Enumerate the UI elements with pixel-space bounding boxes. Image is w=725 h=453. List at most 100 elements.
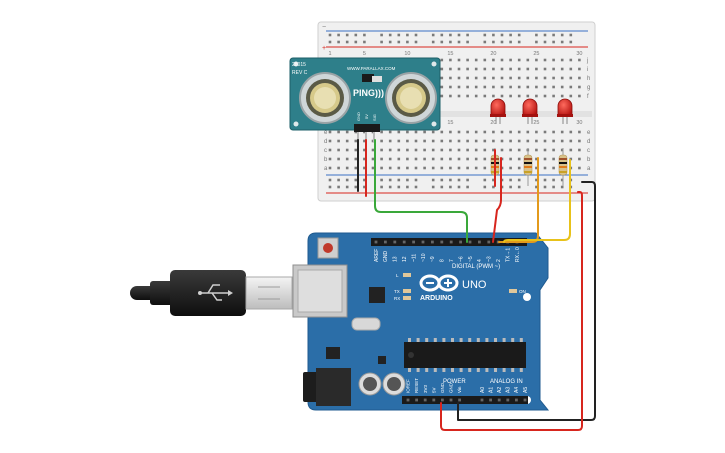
breadboard-hole[interactable] [552,148,555,152]
rail-hole[interactable] [543,185,547,189]
breadboard-hole[interactable] [345,130,349,134]
breadboard-hole[interactable] [543,130,547,134]
rail-hole[interactable] [354,33,358,37]
breadboard-hole[interactable] [483,94,487,98]
rail-hole[interactable] [397,185,401,189]
digital-pin-hole[interactable] [402,240,406,244]
breadboard-hole[interactable] [337,148,340,152]
breadboard-hole[interactable] [363,148,366,152]
rail-hole[interactable] [406,33,409,37]
rail-hole[interactable] [363,178,366,182]
breadboard-hole[interactable] [517,94,521,98]
breadboard-hole[interactable] [552,85,555,89]
rail-hole[interactable] [517,40,521,44]
rail-hole[interactable] [380,178,383,182]
rail-hole[interactable] [560,33,564,37]
digital-pin-hole[interactable] [393,240,397,244]
rail-hole[interactable] [569,33,573,37]
breadboard-hole[interactable] [466,130,469,134]
breadboard-hole[interactable] [474,139,478,143]
rail-hole[interactable] [337,33,340,37]
breadboard-hole[interactable] [526,139,530,143]
breadboard-hole[interactable] [328,166,332,170]
breadboard-hole[interactable] [449,130,452,134]
breadboard-hole[interactable] [560,130,564,134]
breadboard-hole[interactable] [543,76,547,80]
rail-hole[interactable] [457,33,461,37]
breadboard-hole[interactable] [354,157,358,161]
breadboard-hole[interactable] [552,76,555,80]
rail-hole[interactable] [509,33,512,37]
rail-hole[interactable] [406,40,409,44]
breadboard-hole[interactable] [457,139,461,143]
rail-hole[interactable] [517,33,521,37]
breadboard-hole[interactable] [560,67,564,71]
breadboard-hole[interactable] [397,166,401,170]
breadboard-hole[interactable] [457,130,461,134]
breadboard-hole[interactable] [423,166,426,170]
rail-hole[interactable] [345,185,349,189]
rail-hole[interactable] [345,40,349,44]
rail-hole[interactable] [388,185,392,189]
rail-hole[interactable] [483,178,487,182]
breadboard-hole[interactable] [449,139,452,143]
breadboard-hole[interactable] [363,166,366,170]
rail-hole[interactable] [440,40,444,44]
breadboard-hole[interactable] [509,67,512,71]
rail-hole[interactable] [492,33,495,37]
rail-hole[interactable] [483,33,487,37]
rail-hole[interactable] [440,33,444,37]
breadboard-hole[interactable] [466,85,469,89]
breadboard-hole[interactable] [388,139,392,143]
breadboard-hole[interactable] [449,85,452,89]
breadboard-hole[interactable] [483,76,487,80]
rail-hole[interactable] [363,33,366,37]
breadboard-hole[interactable] [371,166,375,170]
breadboard-hole[interactable] [543,148,547,152]
breadboard-hole[interactable] [483,157,487,161]
breadboard-hole[interactable] [526,76,530,80]
breadboard-hole[interactable] [535,76,538,80]
breadboard-hole[interactable] [345,166,349,170]
rail-hole[interactable] [406,178,409,182]
breadboard-hole[interactable] [483,67,487,71]
rail-hole[interactable] [466,178,469,182]
breadboard-hole[interactable] [578,85,581,89]
breadboard-hole[interactable] [560,139,564,143]
breadboard-hole[interactable] [337,166,340,170]
resistor[interactable] [523,148,533,186]
red-led[interactable] [557,98,573,124]
breadboard-hole[interactable] [517,139,521,143]
breadboard-hole[interactable] [509,85,512,89]
breadboard-hole[interactable] [535,85,538,89]
breadboard-hole[interactable] [474,130,478,134]
breadboard-hole[interactable] [414,139,418,143]
breadboard-hole[interactable] [431,148,435,152]
breadboard-hole[interactable] [457,166,461,170]
breadboard-hole[interactable] [397,139,401,143]
breadboard-hole[interactable] [492,85,495,89]
breadboard-hole[interactable] [440,157,444,161]
breadboard-hole[interactable] [449,157,452,161]
breadboard-hole[interactable] [406,130,409,134]
analog-pin-hole[interactable] [497,398,501,402]
breadboard-hole[interactable] [474,166,478,170]
digital-pin-hole[interactable] [468,240,472,244]
breadboard-hole[interactable] [500,85,504,89]
breadboard-hole[interactable] [483,130,487,134]
breadboard-hole[interactable] [492,139,495,143]
wire-red-led1[interactable] [492,149,502,243]
rail-hole[interactable] [509,185,512,189]
rail-hole[interactable] [466,185,469,189]
breadboard-hole[interactable] [380,130,383,134]
ping-ultrasonic-sensor[interactable]: 28015 REV C WWW.PARALLAX.COM PING))) GND… [289,57,441,142]
power-pin-hole[interactable] [458,398,461,402]
rail-hole[interactable] [552,33,555,37]
rail-hole[interactable] [380,40,383,44]
rail-hole[interactable] [397,178,401,182]
breadboard-hole[interactable] [543,67,547,71]
breadboard-hole[interactable] [337,139,340,143]
breadboard-hole[interactable] [569,139,573,143]
rail-hole[interactable] [388,178,392,182]
breadboard-hole[interactable] [526,58,530,62]
